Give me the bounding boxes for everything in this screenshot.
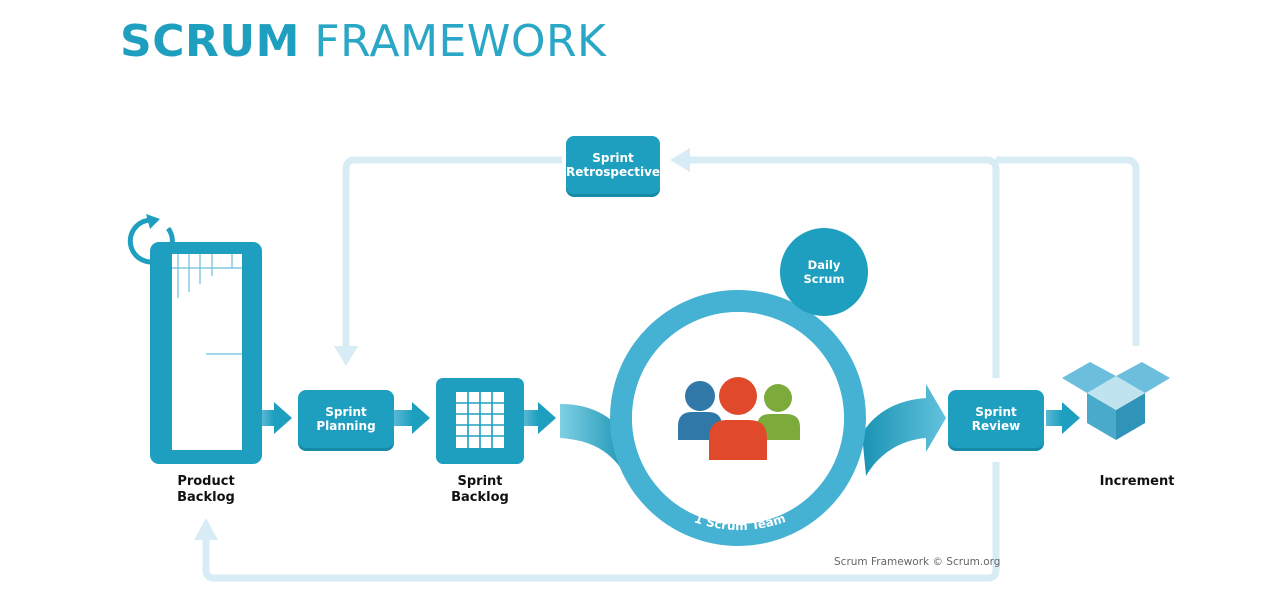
- increment-box-icon: [1062, 362, 1170, 440]
- flow-arrow-planning-to-backlog: [394, 402, 430, 434]
- sprint-retrospective-label: Sprint Retrospective: [565, 151, 661, 179]
- copyright-credit: Scrum Framework © Scrum.org: [834, 556, 1001, 568]
- increment-label: Increment: [1099, 474, 1175, 489]
- title-light: FRAMEWORK: [314, 16, 607, 67]
- sprint-review-label: Sprint Review: [971, 405, 1021, 433]
- sprint-cycle-ring: [610, 290, 866, 546]
- flow-arrow-backlog-to-sprint: [524, 402, 556, 434]
- backlog-arrowhead-up: [194, 518, 218, 540]
- page-title: SCRUM FRAMEWORK: [120, 14, 606, 70]
- sprint-retrospective-box: Sprint Retrospective: [566, 136, 660, 194]
- daily-scrum-label: Daily Scrum: [803, 258, 845, 286]
- sprint-backlog-label: Sprint Backlog: [451, 474, 509, 505]
- increment-loop-arrow: [996, 156, 1140, 346]
- flow-arrow-backlog-to-planning: [262, 402, 292, 434]
- title-bold: SCRUM: [120, 16, 300, 67]
- sprint-planning-box: Sprint Planning: [298, 390, 394, 448]
- sprint-sweep-out: [862, 384, 946, 476]
- flow-arrow-review-to-increment: [1046, 402, 1080, 434]
- backlog-loop-arrow: [202, 462, 1000, 582]
- product-backlog-label: Product Backlog: [177, 474, 235, 505]
- daily-scrum-bubble: [780, 228, 868, 316]
- planning-arrowhead-down: [334, 346, 358, 366]
- sprint-planning-label: Sprint Planning: [316, 405, 376, 433]
- product-backlog-board: [150, 242, 262, 464]
- sprint-review-box: Sprint Review: [948, 390, 1044, 448]
- retro-arrowhead-left: [670, 148, 690, 172]
- refresh-icon: [127, 214, 175, 265]
- sprint-backlog-board: [436, 378, 524, 464]
- retrospective-loop-arrow: [342, 156, 1000, 378]
- scrum-team-icon: [678, 377, 800, 460]
